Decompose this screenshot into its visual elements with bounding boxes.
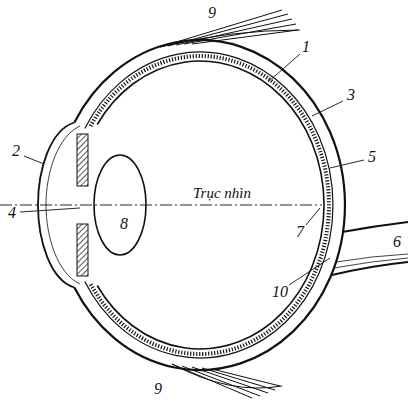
callout-number: 4 <box>7 205 17 221</box>
axis-label: Trục nhìn <box>192 186 252 201</box>
callout-number: 5 <box>367 149 377 165</box>
callout-number: 7 <box>295 224 305 240</box>
callout-number: 2 <box>11 143 21 159</box>
callout-number: 3 <box>346 87 356 103</box>
callout-number: 8 <box>119 216 129 232</box>
callout-number: 6 <box>392 234 402 250</box>
muscle-label: 9 <box>207 5 217 21</box>
leader-line <box>20 54 364 285</box>
muscle-label: 9 <box>153 381 163 397</box>
callout-number: 10 <box>271 284 289 300</box>
callout-number: 1 <box>301 39 311 55</box>
eyeball <box>0 10 408 398</box>
